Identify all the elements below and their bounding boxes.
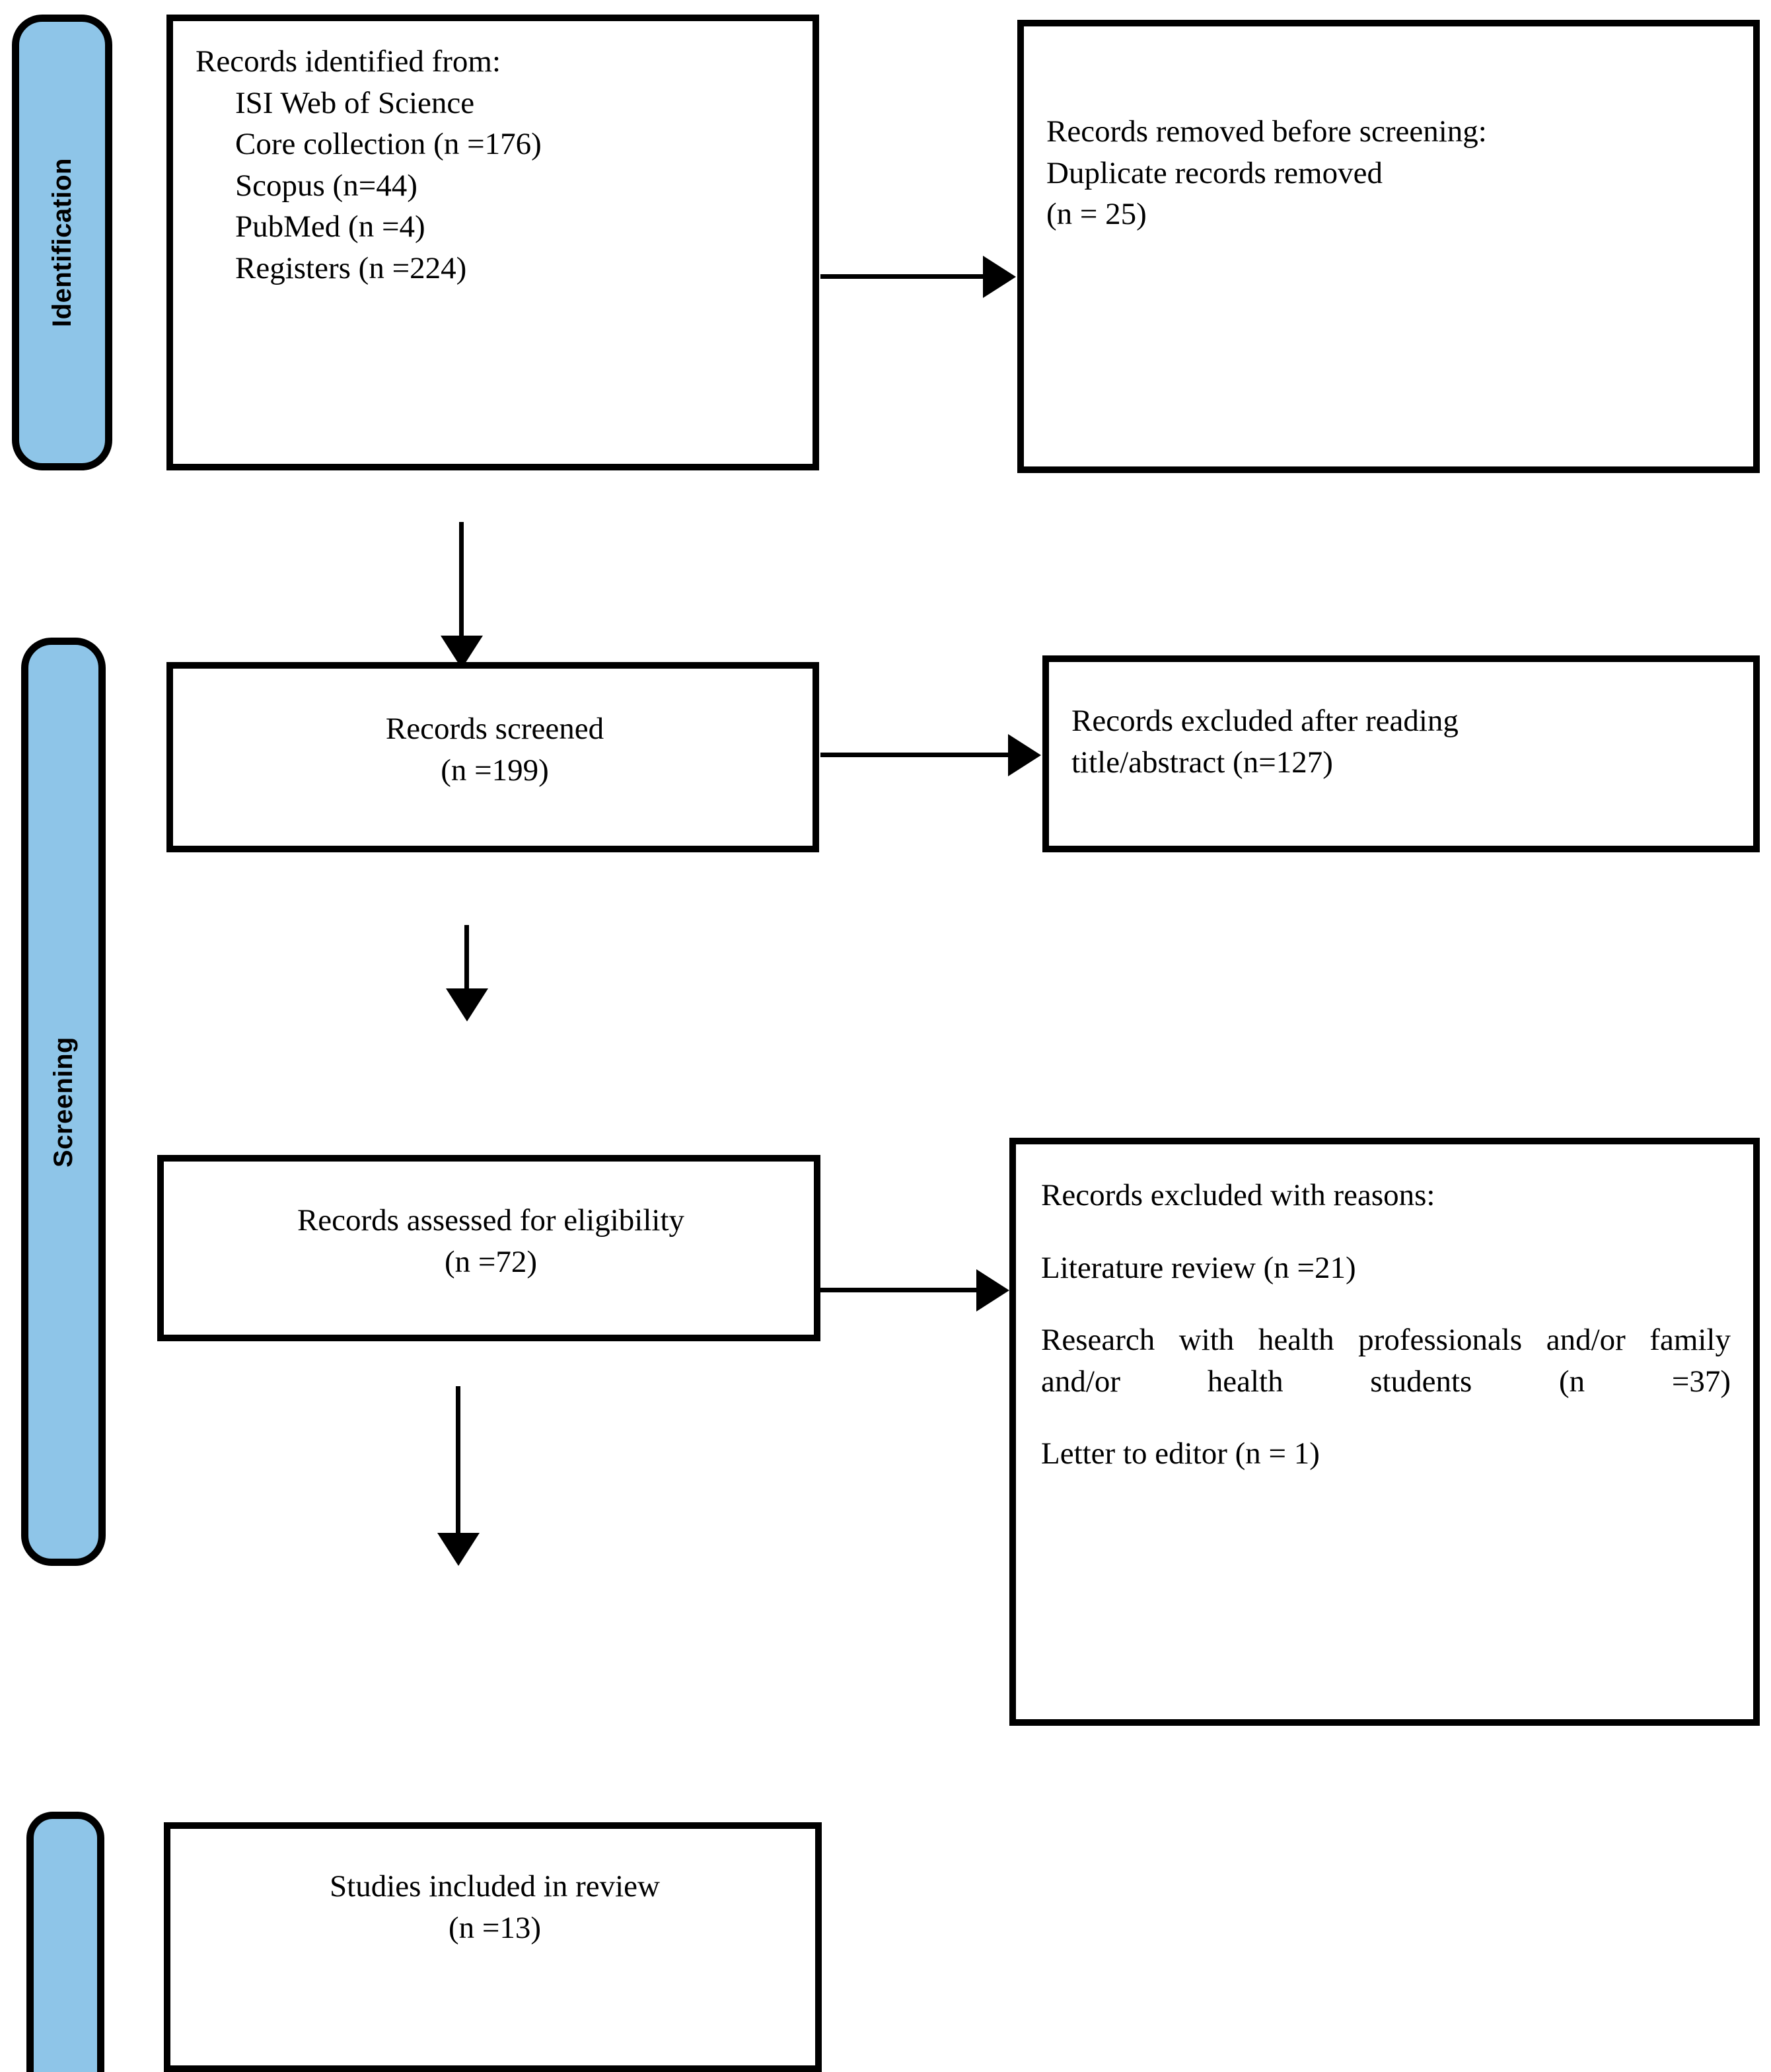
arrow-screened-to-eligibility-head	[446, 988, 488, 1021]
box-records-excluded-with-reasons-text: Records excluded with reasons: Literatur…	[1041, 1175, 1731, 1475]
excluded-title-abstract-line1: Records excluded after reading	[1071, 704, 1459, 738]
box-records-screened: Records screened (n =199)	[166, 662, 819, 852]
arrow-identified-to-removed-head	[983, 256, 1016, 298]
box-records-assessed-eligibility: Records assessed for eligibility (n =72)	[157, 1155, 820, 1341]
stage-label-identification: Identification	[48, 158, 77, 327]
box-studies-included: Studies included in review (n =13)	[164, 1822, 822, 2072]
records-screened-label: Records screened	[385, 712, 604, 746]
excluded-reason-letter-to-editor: Letter to editor (n = 1)	[1041, 1436, 1320, 1471]
source-isi-web-of-science: ISI Web of Science	[235, 85, 475, 120]
source-core-collection: Core collection (n =176)	[235, 127, 542, 161]
arrow-screened-to-eligibility	[464, 925, 469, 996]
records-screened-count: (n =199)	[441, 753, 549, 788]
duplicate-records-removed: Duplicate records removed	[1046, 155, 1383, 190]
box-records-excluded-with-reasons: Records excluded with reasons: Literatur…	[1009, 1138, 1760, 1726]
excluded-reason-health-professionals: Research with health professionals and/o…	[1041, 1323, 1731, 1399]
studies-included-count: (n =13)	[448, 1910, 542, 1945]
arrow-identified-to-removed	[820, 274, 984, 279]
box-records-excluded-title-abstract: Records excluded after reading title/abs…	[1042, 655, 1760, 852]
box-records-screened-text: Records screened (n =199)	[196, 708, 794, 791]
box-records-assessed-eligibility-text: Records assessed for eligibility (n =72)	[186, 1200, 795, 1282]
box-records-identified: Records identified from: ISI Web of Scie…	[166, 15, 819, 470]
stage-pill-included: Included	[26, 1812, 104, 2072]
source-pubmed: PubMed (n =4)	[235, 209, 425, 244]
stage-pill-identification: Identification	[12, 15, 112, 470]
source-registers: Registers (n =224)	[235, 250, 467, 285]
excluded-reasons-heading: Records excluded with reasons:	[1041, 1178, 1435, 1212]
records-identified-heading: Records identified from:	[196, 44, 501, 79]
box-records-removed-text: Records removed before screening: Duplic…	[1046, 111, 1735, 235]
box-records-removed: Records removed before screening: Duplic…	[1017, 20, 1760, 473]
source-scopus: Scopus (n=44)	[235, 168, 417, 203]
arrow-screened-to-excluded	[820, 753, 1009, 757]
excluded-title-abstract-line2: title/abstract (n=127)	[1071, 745, 1333, 780]
duplicate-records-count: (n = 25)	[1046, 197, 1147, 231]
arrow-eligibility-to-excluded-reasons	[820, 1288, 978, 1292]
arrow-identified-to-screened	[459, 522, 464, 644]
box-studies-included-text: Studies included in review (n =13)	[193, 1866, 797, 1948]
box-records-identified-text: Records identified from: ISI Web of Scie…	[196, 41, 794, 289]
arrow-eligibility-to-included-head	[437, 1533, 480, 1566]
studies-included-label: Studies included in review	[330, 1869, 660, 1904]
excluded-reason-literature-review: Literature review (n =21)	[1041, 1250, 1356, 1285]
arrow-screened-to-excluded-head	[1008, 734, 1041, 776]
box-records-excluded-title-abstract-text: Records excluded after reading title/abs…	[1071, 700, 1735, 783]
records-removed-heading: Records removed before screening:	[1046, 114, 1487, 149]
eligibility-count: (n =72)	[444, 1244, 538, 1279]
arrow-eligibility-to-excluded-reasons-head	[976, 1269, 1009, 1312]
arrow-eligibility-to-included	[456, 1386, 460, 1539]
stage-label-screening: Screening	[49, 1036, 78, 1167]
stage-pill-screening: Screening	[21, 638, 106, 1566]
eligibility-label: Records assessed for eligibility	[297, 1203, 685, 1238]
